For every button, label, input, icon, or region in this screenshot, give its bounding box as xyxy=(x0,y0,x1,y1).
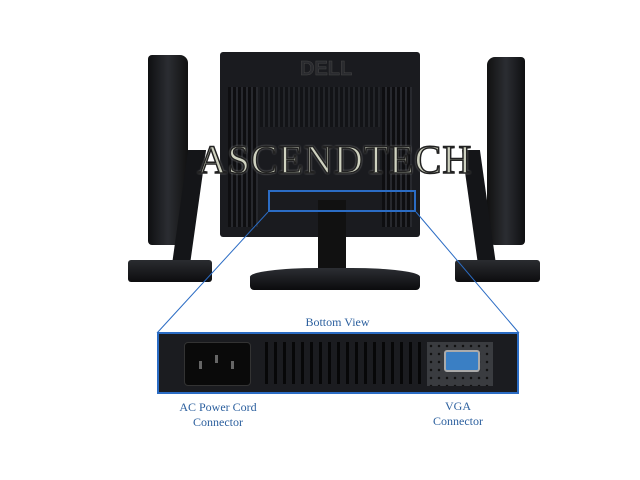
ac-label-line2: Connector xyxy=(193,415,243,429)
center-stand-base xyxy=(250,268,420,290)
vga-label-line1: VGA xyxy=(445,399,471,413)
vga-label-line2: Connector xyxy=(433,414,483,428)
bottom-view-panel xyxy=(157,332,519,394)
top-vents xyxy=(260,87,380,127)
right-stand-base xyxy=(455,260,540,282)
ac-power-connector xyxy=(184,342,251,386)
right-side-monitor xyxy=(487,57,525,245)
highlight-box xyxy=(268,190,416,212)
dell-logo: DELL xyxy=(300,58,353,81)
right-vents xyxy=(382,87,412,227)
vga-connector-plate xyxy=(427,342,493,386)
center-stand-neck xyxy=(318,200,346,272)
left-vents xyxy=(228,87,258,227)
vga-port xyxy=(444,350,480,372)
vga-label: VGA Connector xyxy=(420,399,496,429)
watermark: ASCENDTECH xyxy=(197,136,473,183)
left-stand-base xyxy=(128,260,212,282)
ac-label-line1: AC Power Cord xyxy=(179,400,257,414)
ac-power-label: AC Power Cord Connector xyxy=(160,400,276,430)
vent-slots xyxy=(259,342,424,384)
bottom-view-title: Bottom View xyxy=(305,315,370,329)
